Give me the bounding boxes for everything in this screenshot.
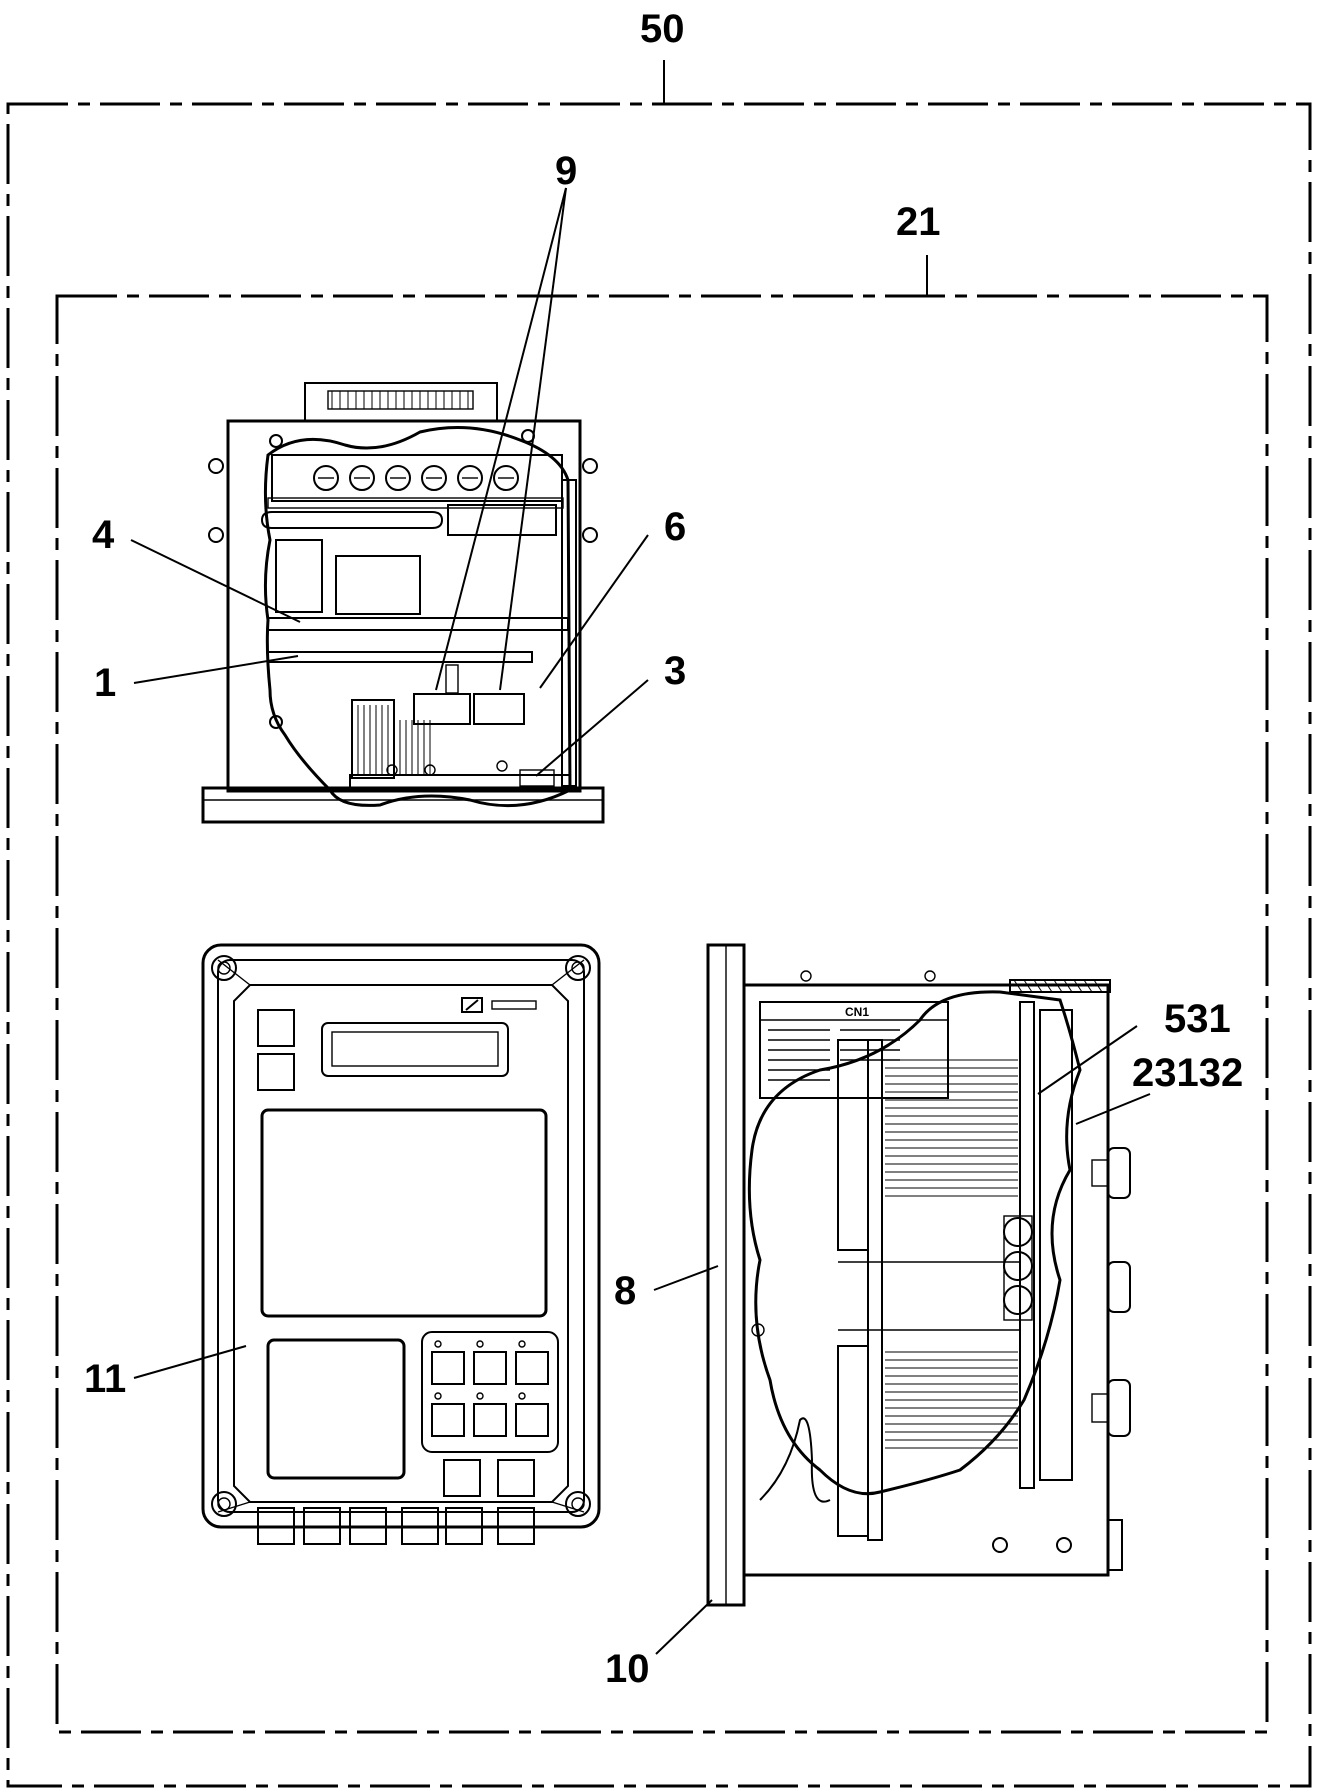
callout-50: 50 [640,7,685,51]
leader-lines-side [653,1025,1151,1655]
callout-4: 4 [92,513,115,557]
front-panel-view [201,943,601,1545]
callout-23132: 23132 [1132,1051,1243,1095]
callout-8: 8 [614,1269,636,1313]
side-view-unit: CN1 [706,943,1131,1607]
callout-11: 11 [84,1357,126,1401]
callout-3: 3 [664,649,686,693]
outer-assembly-boundary [6,60,1312,1788]
callout-9: 9 [555,149,577,193]
callout-1: 1 [94,661,116,705]
callout-6: 6 [664,505,686,549]
connector-label: CN1 [845,1005,869,1019]
top-view-unit [201,382,605,824]
callout-531: 531 [1164,997,1231,1041]
callout-21: 21 [896,200,941,244]
callout-10: 10 [605,1647,650,1691]
leader-lines-top [130,187,649,777]
inner-assembly-boundary [55,255,1269,1734]
leader-11 [133,1345,247,1379]
